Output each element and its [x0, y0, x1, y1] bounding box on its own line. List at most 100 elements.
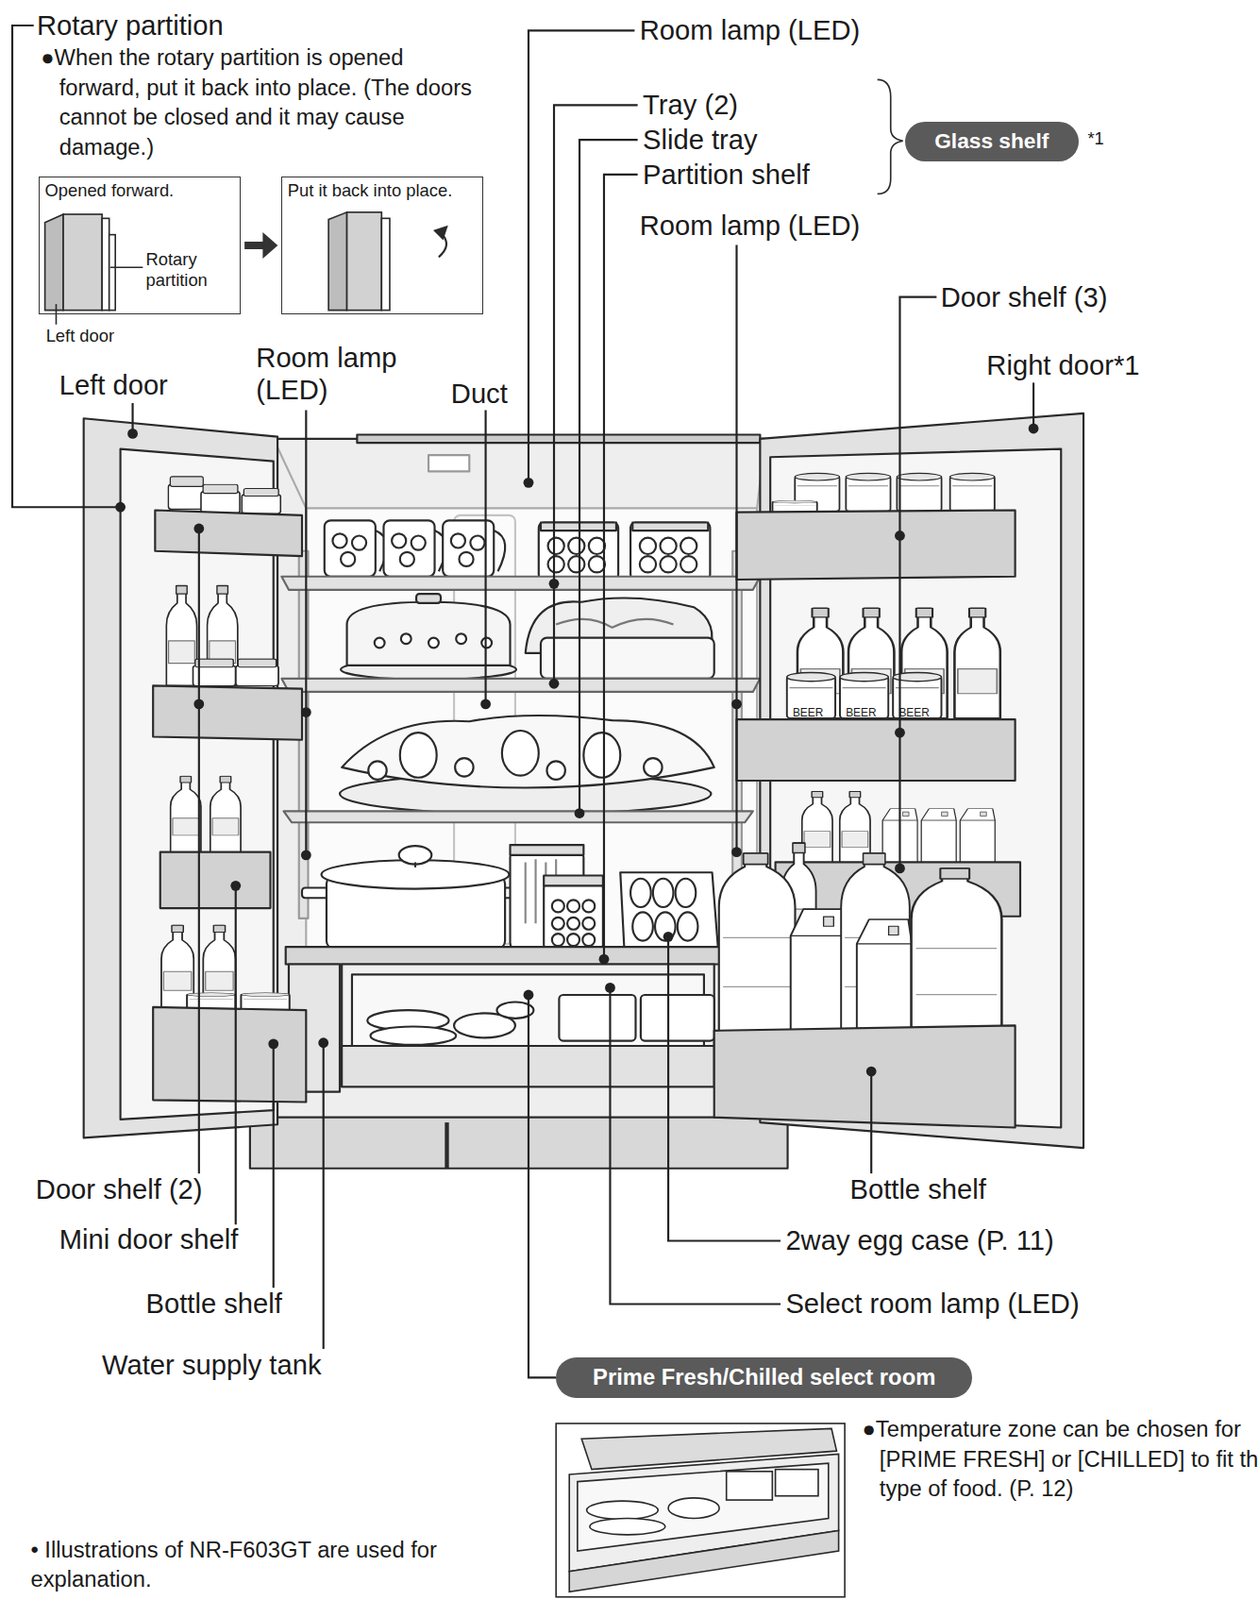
leader-dot	[115, 423, 1039, 1077]
leader-line	[899, 297, 937, 869]
fridge-body	[543, 874, 604, 886]
fridge-body	[558, 994, 636, 1041]
leader-dot	[301, 849, 312, 860]
illustration-box: Put it back into place.	[281, 176, 484, 315]
leader-dot	[574, 807, 586, 819]
leader-line	[12, 25, 1034, 1377]
fridge-body	[455, 633, 467, 644]
leader-line	[1032, 382, 1035, 429]
fridge-body	[321, 859, 510, 889]
fridge-body	[588, 555, 605, 572]
select-room-inset	[555, 1423, 845, 1597]
fridge-body	[369, 1025, 456, 1044]
leader-line	[604, 174, 638, 959]
leader-line	[235, 885, 237, 1225]
fridge-body	[510, 844, 585, 856]
fridge-body	[285, 946, 757, 964]
fridge-body	[383, 520, 435, 576]
badge-pill: Glass shelf	[905, 121, 1079, 162]
fridge-body	[444, 1122, 449, 1169]
part-label: 2way egg case (P. 11)	[785, 1224, 1054, 1258]
fridge-body	[83, 413, 1084, 1169]
fridge-body	[954, 607, 1000, 719]
fridge-body	[284, 810, 754, 823]
fridge-body	[632, 911, 654, 941]
note-text: ●Temperature zone can be chosen for [PRI…	[861, 1413, 1259, 1503]
leader-line	[870, 1071, 873, 1174]
leader-dot	[127, 428, 138, 439]
fridge-body	[548, 537, 565, 554]
fridge-body	[675, 878, 697, 907]
badge-pill: Prime Fresh/Chilled select room	[555, 1357, 973, 1398]
fridge-body	[659, 555, 676, 572]
fridge-body	[356, 435, 760, 444]
part-label: Water supply tank	[101, 1348, 321, 1382]
leader-dot	[894, 863, 906, 874]
fridge-body	[305, 507, 757, 954]
fridge-body	[588, 537, 605, 554]
fridge-body	[680, 537, 697, 554]
fridge-body	[546, 760, 565, 779]
fridge-body	[170, 775, 202, 853]
fridge-body	[332, 533, 347, 548]
leader-line	[553, 104, 638, 684]
fridge-body	[737, 719, 1016, 781]
footnote-mark: *1	[1087, 128, 1104, 150]
fridge-body	[540, 637, 715, 679]
part-label: Door shelf (2)	[35, 1173, 203, 1207]
fridge-body	[411, 536, 426, 551]
leader-line	[528, 30, 635, 483]
select-room-inset	[587, 1500, 659, 1519]
fridge-body	[582, 917, 595, 930]
select-room-inset	[775, 1469, 819, 1496]
leader-dot	[480, 698, 491, 709]
fridge-body	[235, 658, 279, 687]
fridge-body	[630, 878, 652, 907]
badge-text: Prime Fresh/Chilled select room	[592, 1363, 936, 1391]
part-label: Partition shelf	[642, 158, 810, 192]
leader-dot	[894, 530, 906, 541]
note-text: • Illustrations of NR-F603GT are used fo…	[30, 1534, 489, 1595]
fridge-body	[341, 715, 715, 788]
part-label: Door shelf (3)	[940, 281, 1108, 315]
select-room-inset	[589, 1518, 666, 1535]
rotary-partition-sketch	[110, 266, 144, 269]
rotary-partition-sketch	[45, 212, 448, 325]
leader-dot	[866, 1066, 877, 1077]
leader-line	[528, 994, 556, 1377]
fridge-body	[428, 637, 439, 649]
leader-dot	[599, 954, 610, 965]
leader-dot	[318, 1037, 329, 1048]
part-label: Mini door shelf	[59, 1223, 239, 1257]
fridge-body	[802, 791, 833, 864]
leader-dot	[663, 931, 674, 942]
fridge-body	[241, 488, 281, 514]
fridge-body	[950, 472, 995, 511]
box-text: Rotary partition	[146, 249, 240, 291]
fridge-body	[302, 887, 329, 898]
leader-line	[304, 410, 307, 856]
part-label: Bottle shelf	[146, 1287, 283, 1321]
leader-line	[579, 139, 638, 813]
leader-dot	[301, 706, 312, 718]
part-label: Bottle shelf	[850, 1173, 987, 1207]
fridge-body	[567, 933, 580, 946]
part-label: Tray (2)	[642, 88, 739, 122]
fridge-body	[368, 760, 387, 779]
fridge-body	[582, 899, 595, 912]
leader-line	[484, 410, 487, 705]
part-label: Select room lamp (LED)	[785, 1287, 1079, 1321]
leader-dot	[731, 698, 742, 709]
fridge-body	[714, 1024, 1016, 1127]
fridge-body	[543, 879, 604, 954]
fridge-body	[324, 520, 711, 580]
leader-line	[322, 1042, 325, 1349]
fridge-body	[154, 509, 303, 556]
fridge-body	[653, 878, 674, 907]
fridge-body	[152, 685, 303, 739]
arrow-shaft	[244, 241, 264, 250]
fridge-body	[167, 476, 205, 510]
fridge-body	[281, 576, 760, 590]
can-text: BEER	[845, 705, 876, 720]
